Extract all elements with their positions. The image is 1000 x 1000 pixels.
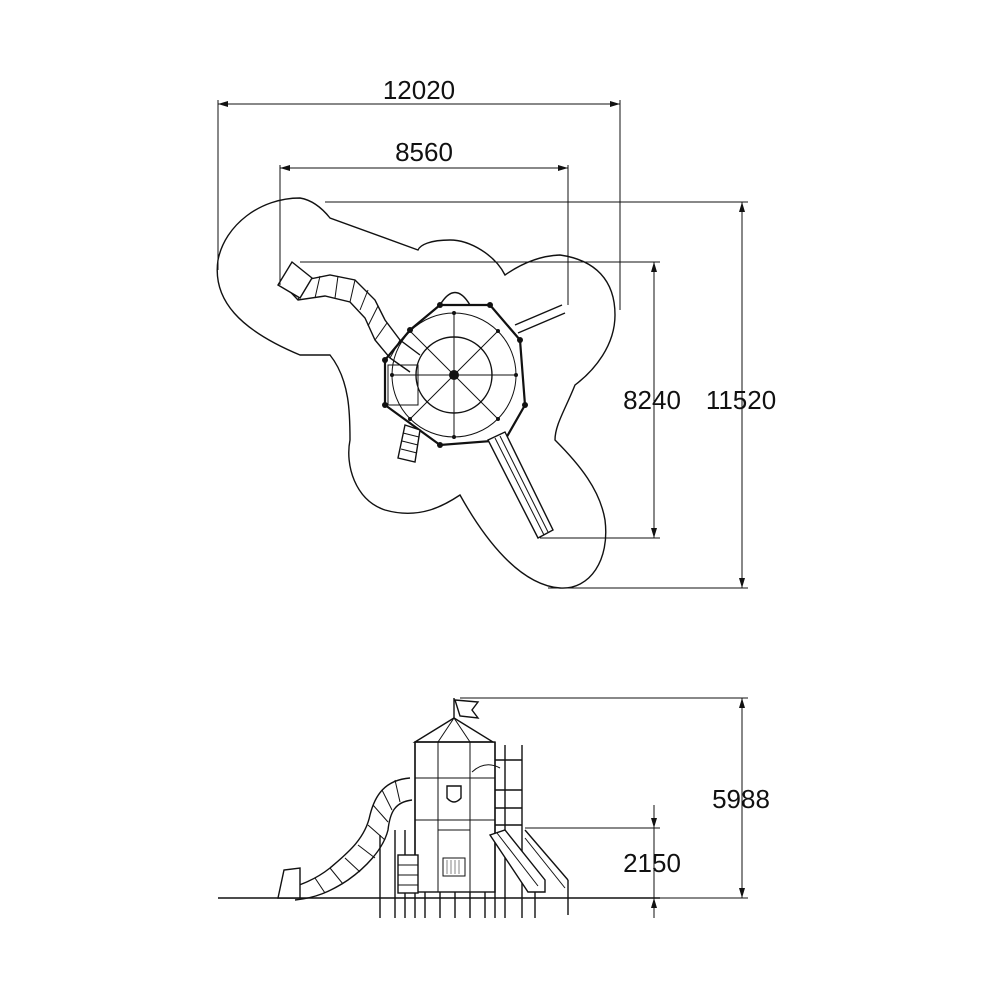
tower-roof [412,717,496,743]
dim-plan-structure-depth: 8240 [623,385,681,415]
dim-elevation-total-height: 5988 [712,784,770,814]
central-tower-plan [382,291,528,448]
dim-elevation-platform-height: 2150 [623,848,681,878]
dim-plan-overall-depth: 11520 [706,385,776,415]
plan-view: 12020 8560 8240 11520 [216,75,776,589]
tower-body [414,741,496,918]
dim-plan-structure-width: 8560 [395,137,453,167]
tube-slide-elevation [277,777,413,901]
elevation-view: 5988 2150 [218,697,770,918]
left-frame [379,830,419,918]
dim-plan-overall-width: 12020 [383,75,455,105]
dimension-lines-plan [218,101,745,588]
straight-slide-plan [487,431,554,539]
flag [453,698,480,719]
extension-lines [217,100,748,589]
post-markers [382,302,528,448]
tube-slide-plan [277,260,421,373]
extension-lines-elevation [460,697,748,899]
dimension-lines-elevation [651,698,745,918]
foundation-posts [424,892,536,918]
safety-zone-outline [216,197,616,589]
fire-pole-plan [514,304,566,334]
straight-slide-elevation [488,829,569,915]
ladder-plan [397,424,421,463]
